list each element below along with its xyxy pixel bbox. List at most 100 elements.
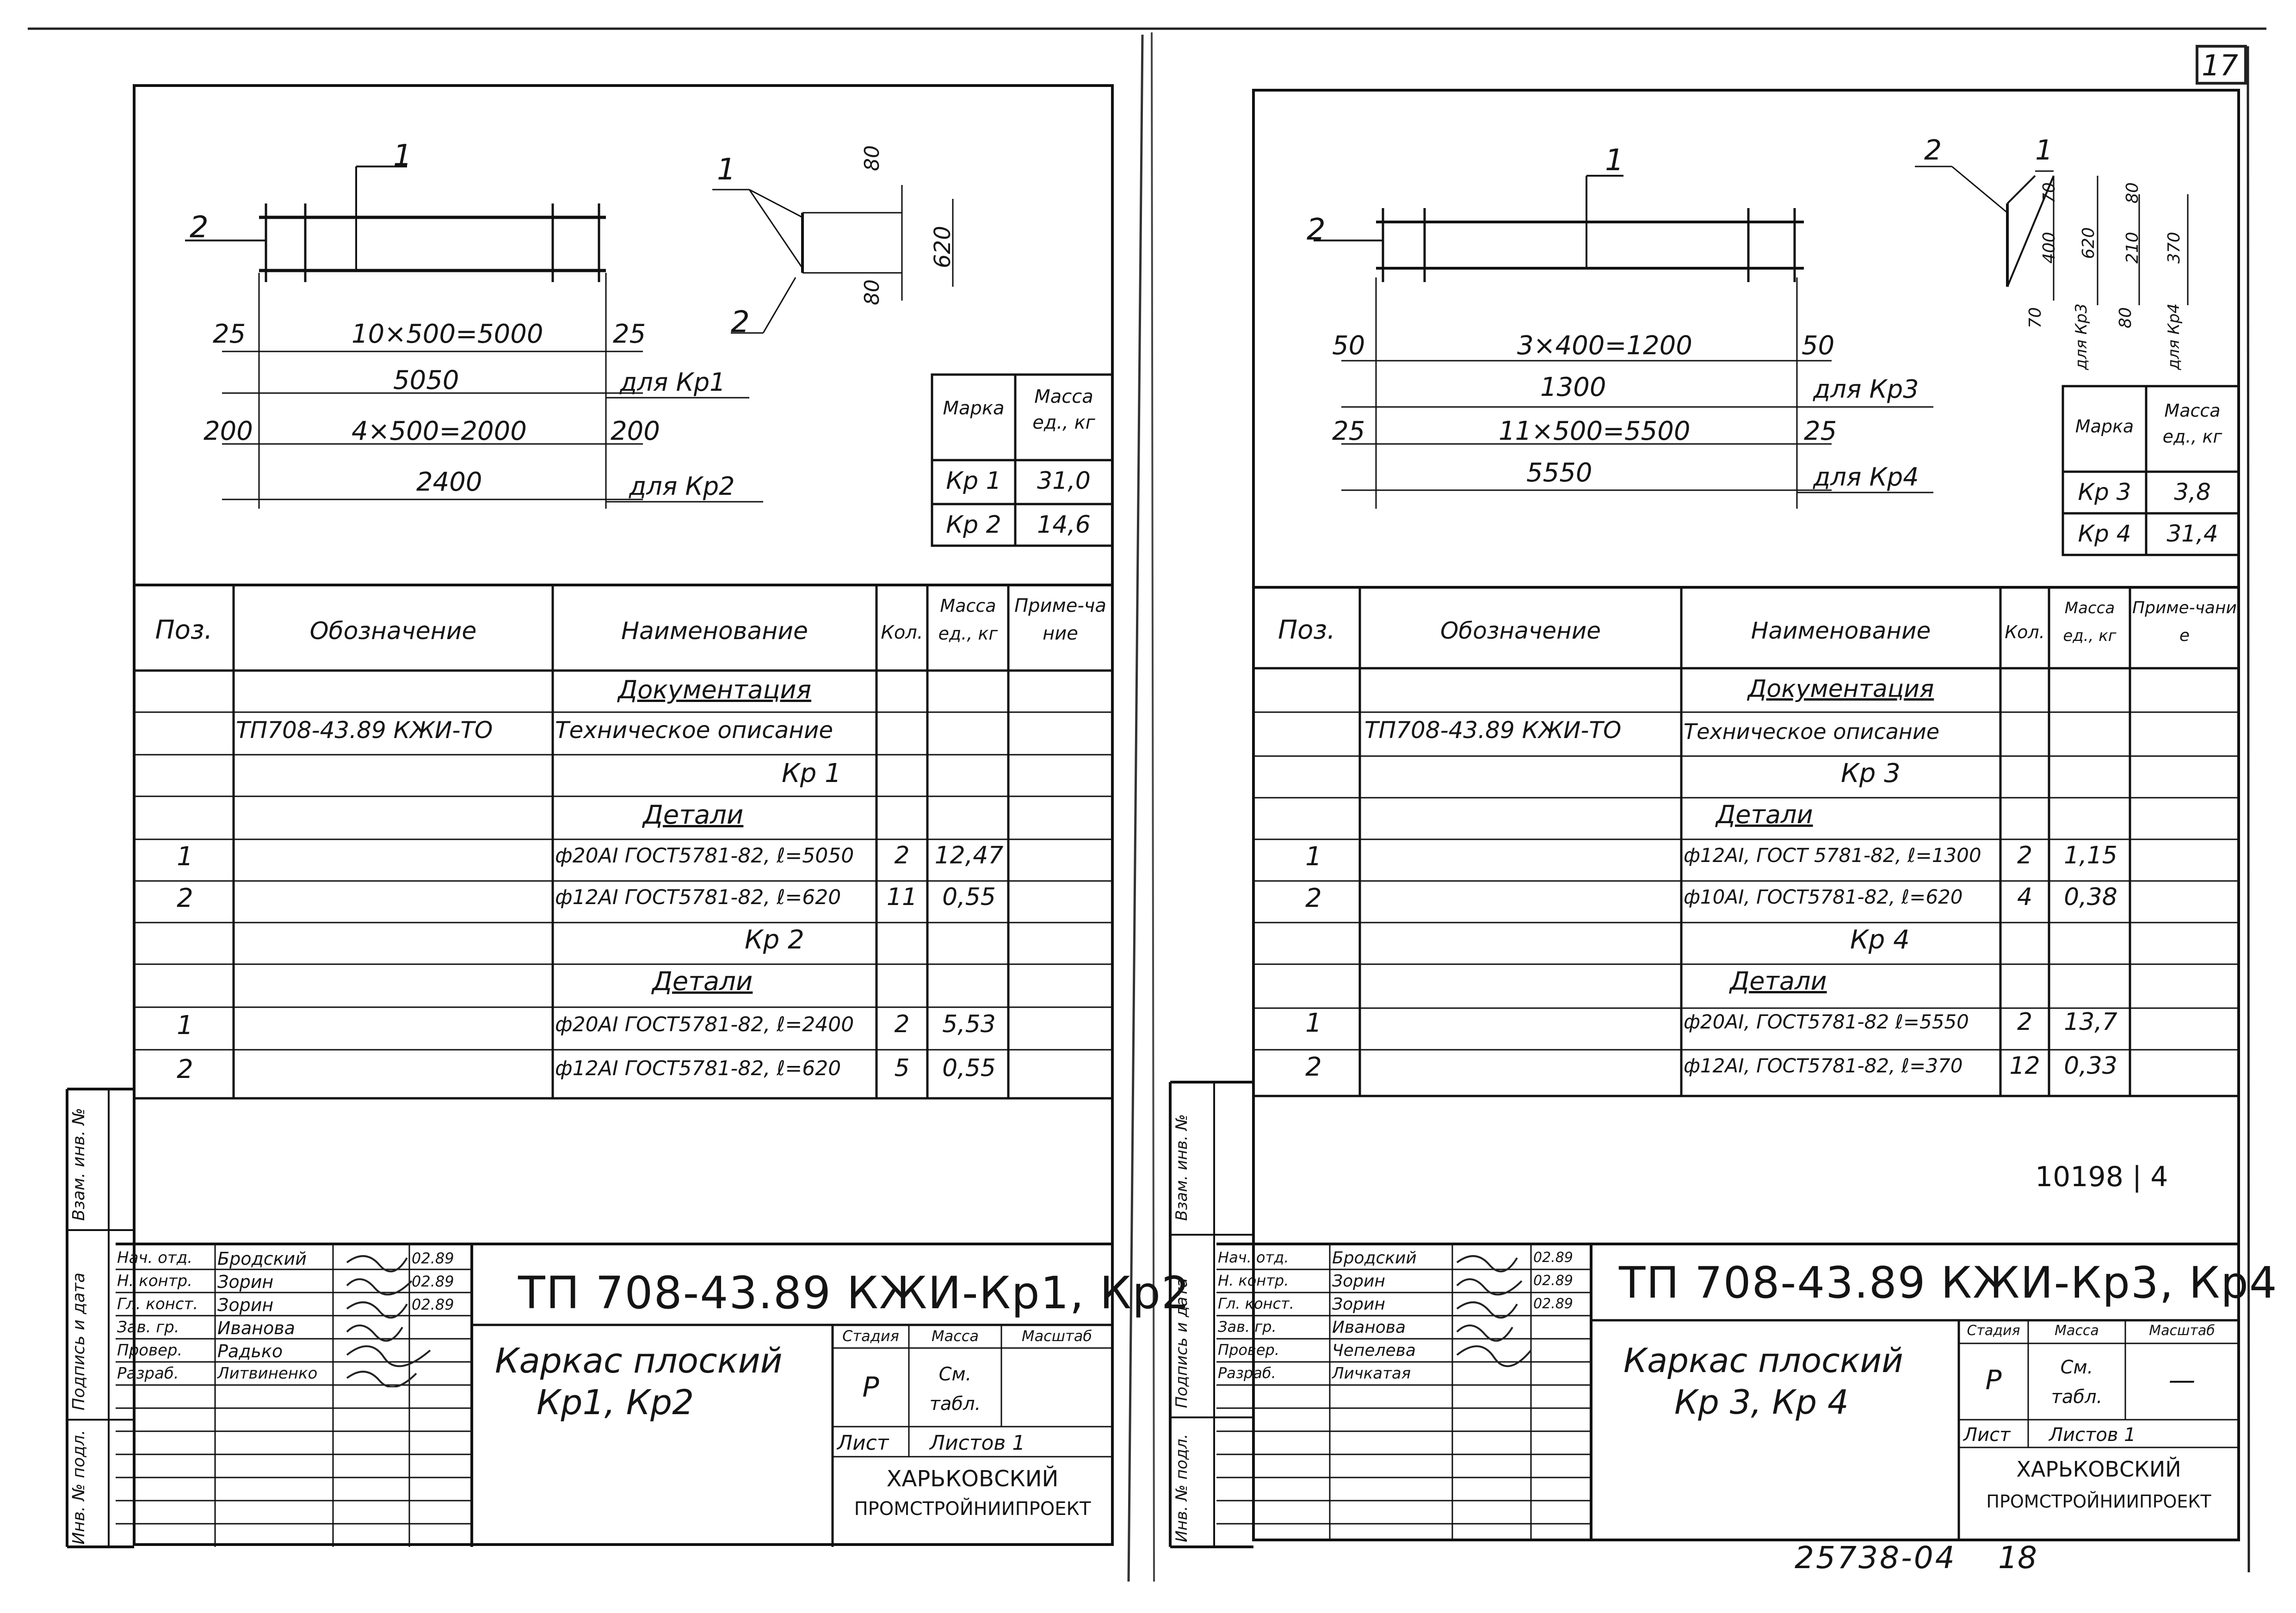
spec-header-pos: Поз. xyxy=(155,615,213,645)
spec-row-name: ф12АI, ГОСТ5781-82, ℓ=370 xyxy=(1684,1054,1963,1077)
stamp-name: Иванова xyxy=(1332,1318,1406,1337)
spec-header-designation: Обозначение xyxy=(309,617,477,645)
bottom-page-number: 18 xyxy=(1998,1540,2037,1576)
spec-row-qty: 2 xyxy=(894,842,910,869)
section-dim-height: 620 xyxy=(930,226,956,268)
section-dim-bottom: 80 xyxy=(860,279,884,305)
spec-row-mass: 1,15 xyxy=(2064,842,2117,869)
spec-header-pos: Поз. xyxy=(1278,615,1335,645)
stamp-date: 02.89 xyxy=(1533,1273,1573,1289)
spec-row-pos: 2 xyxy=(177,883,193,913)
spec-row-name: ф12АI ГОСТ5781-82, ℓ=620 xyxy=(555,886,841,909)
spec-row-name: Документация xyxy=(1747,675,1934,703)
spec-row-pos: 1 xyxy=(1305,1008,1322,1038)
spec-row-name: Детали xyxy=(643,800,744,830)
sheet-left-frame xyxy=(66,84,1114,1548)
stamp-name: Зорин xyxy=(217,1295,274,1315)
spec-header-mass: Масса ед., кг xyxy=(938,596,998,644)
side-label-vzam: Взам. инв. № xyxy=(69,1108,88,1221)
stamp-date: 02.89 xyxy=(412,1250,454,1267)
stamp-mass: См. табл. xyxy=(929,1364,981,1415)
signature-scribbles xyxy=(346,1255,431,1387)
section-pos-2: 2 xyxy=(731,305,750,339)
side-label-inv: Инв. № подл. xyxy=(1173,1434,1191,1542)
mass-table-mark-1: Кр 1 xyxy=(946,467,1001,495)
stamp-header-scale: Масштаб xyxy=(2149,1323,2215,1339)
spec-row-name: Документация xyxy=(618,675,811,704)
spec-row-name: Техническое описание xyxy=(1684,719,1940,744)
section-dim-c: 620 xyxy=(2079,227,2098,259)
spec-row-qty: 2 xyxy=(2017,1008,2033,1036)
stamp-sheet: Лист xyxy=(837,1431,889,1455)
spec-row-name: ф12АI ГОСТ5781-82, ℓ=620 xyxy=(555,1057,841,1080)
for2-total: для Кр2 xyxy=(629,472,735,501)
spec-row-mass: 0,38 xyxy=(2064,883,2117,911)
stamp-role: Зав. гр. xyxy=(117,1318,179,1336)
spec-row-pos: 2 xyxy=(177,1054,193,1084)
dim-left: 25 xyxy=(213,319,246,349)
dim2-span: 4×500=2000 xyxy=(352,416,527,446)
stamp-name: Бродский xyxy=(217,1249,307,1269)
stamp-header-scale: Масштаб xyxy=(1021,1327,1092,1345)
spec-row-mass: 12,47 xyxy=(934,842,1004,869)
spec-row-name: Детали xyxy=(1730,967,1827,996)
section-dim-h: 370 xyxy=(2165,232,2184,264)
stamp-title-1: Каркас плоский xyxy=(1623,1341,1903,1380)
stamp-name: Зорин xyxy=(1332,1272,1385,1291)
dim2-right: 25 xyxy=(1804,416,1837,446)
dim-left: 50 xyxy=(1332,331,1365,361)
stamp-role: Провер. xyxy=(1218,1341,1279,1359)
stamp-date: 02.89 xyxy=(412,1296,454,1313)
section-dim-f: 80 xyxy=(2123,182,2142,203)
stamp-header-mass: Масса xyxy=(2055,1323,2099,1339)
stamp-sheets-total: Листов 1 xyxy=(930,1431,1025,1455)
spec-row-name: ф20АI ГОСТ5781-82, ℓ=5050 xyxy=(555,844,854,868)
spec-row-name: ф10АI, ГОСТ5781-82, ℓ=620 xyxy=(1684,886,1963,908)
stamp-scale: — xyxy=(2168,1364,2196,1396)
stamp-header-stage: Стадия xyxy=(1967,1323,2020,1339)
dim2-left: 25 xyxy=(1332,416,1365,446)
dim-total: 5050 xyxy=(393,365,459,395)
spec-row-qty: 2 xyxy=(2017,842,2033,869)
stamp-title-2: Кр 3, Кр 4 xyxy=(1674,1383,1849,1422)
mass-table-header-mass: Масса ед., кг xyxy=(2162,400,2222,447)
spec-row-name: ф20АI ГОСТ5781-82, ℓ=2400 xyxy=(555,1013,854,1036)
pos-1-label: 1 xyxy=(393,139,412,173)
stamp-doc-code: ТП 708-43.89 КЖИ-Кр1, Кр2 xyxy=(518,1267,1191,1319)
spec-row-mass: 5,53 xyxy=(942,1010,996,1038)
section-dim-a: 70 xyxy=(2040,182,2059,203)
section-label-kr4: для Кр4 xyxy=(2165,303,2183,370)
sheet-left: Взам. инв. № Подпись и дата Инв. № подл.… xyxy=(0,0,1190,1613)
mass-table-header-mark: Марка xyxy=(943,398,1005,419)
dim-right: 25 xyxy=(613,319,646,349)
stamp-role: Провер. xyxy=(117,1341,183,1360)
stamp-role: Гл. конст. xyxy=(117,1295,198,1313)
stamp-name: Зорин xyxy=(1332,1295,1385,1314)
mass-table-header-mark: Марка xyxy=(2075,416,2134,437)
section-dim-d: 70 xyxy=(2026,307,2045,328)
spec-row-designation: ТП708-43.89 КЖИ-ТО xyxy=(1364,717,1622,744)
stamp-role: Гл. конст. xyxy=(1218,1295,1294,1312)
dim-span: 10×500=5000 xyxy=(352,319,543,349)
stamp-name: Чепелева xyxy=(1332,1341,1416,1360)
stamp-doc-code: ТП 708-43.89 КЖИ-Кр3, Кр4 xyxy=(1619,1258,2278,1308)
spec-row-pos: 1 xyxy=(1305,842,1322,872)
spec-row-pos: 2 xyxy=(1305,883,1322,913)
pos-2-label: 2 xyxy=(1307,213,1326,247)
side-label-sign: Подпись и дата xyxy=(1173,1278,1191,1408)
mass-table-mass-2: 31,4 xyxy=(2166,520,2218,547)
spec-row-pos: 1 xyxy=(177,842,193,872)
mass-table-mass-1: 31,0 xyxy=(1037,467,1091,495)
spec-row-mass: 13,7 xyxy=(2064,1008,2117,1036)
stamp-name: Бродский xyxy=(1332,1249,1417,1268)
stamp-name: Личкатая xyxy=(1332,1364,1411,1383)
dim-span: 3×400=1200 xyxy=(1517,331,1692,361)
stamp-stage: Р xyxy=(1985,1364,2002,1396)
for-total: для Кр1 xyxy=(620,368,726,397)
side-label-inv: Инв. № подл. xyxy=(69,1429,88,1545)
dim2-span: 11×500=5500 xyxy=(1499,416,1691,446)
dim2-left: 200 xyxy=(204,416,253,446)
for-total: для Кр3 xyxy=(1813,375,1919,404)
signature-scribbles xyxy=(1456,1255,1532,1367)
